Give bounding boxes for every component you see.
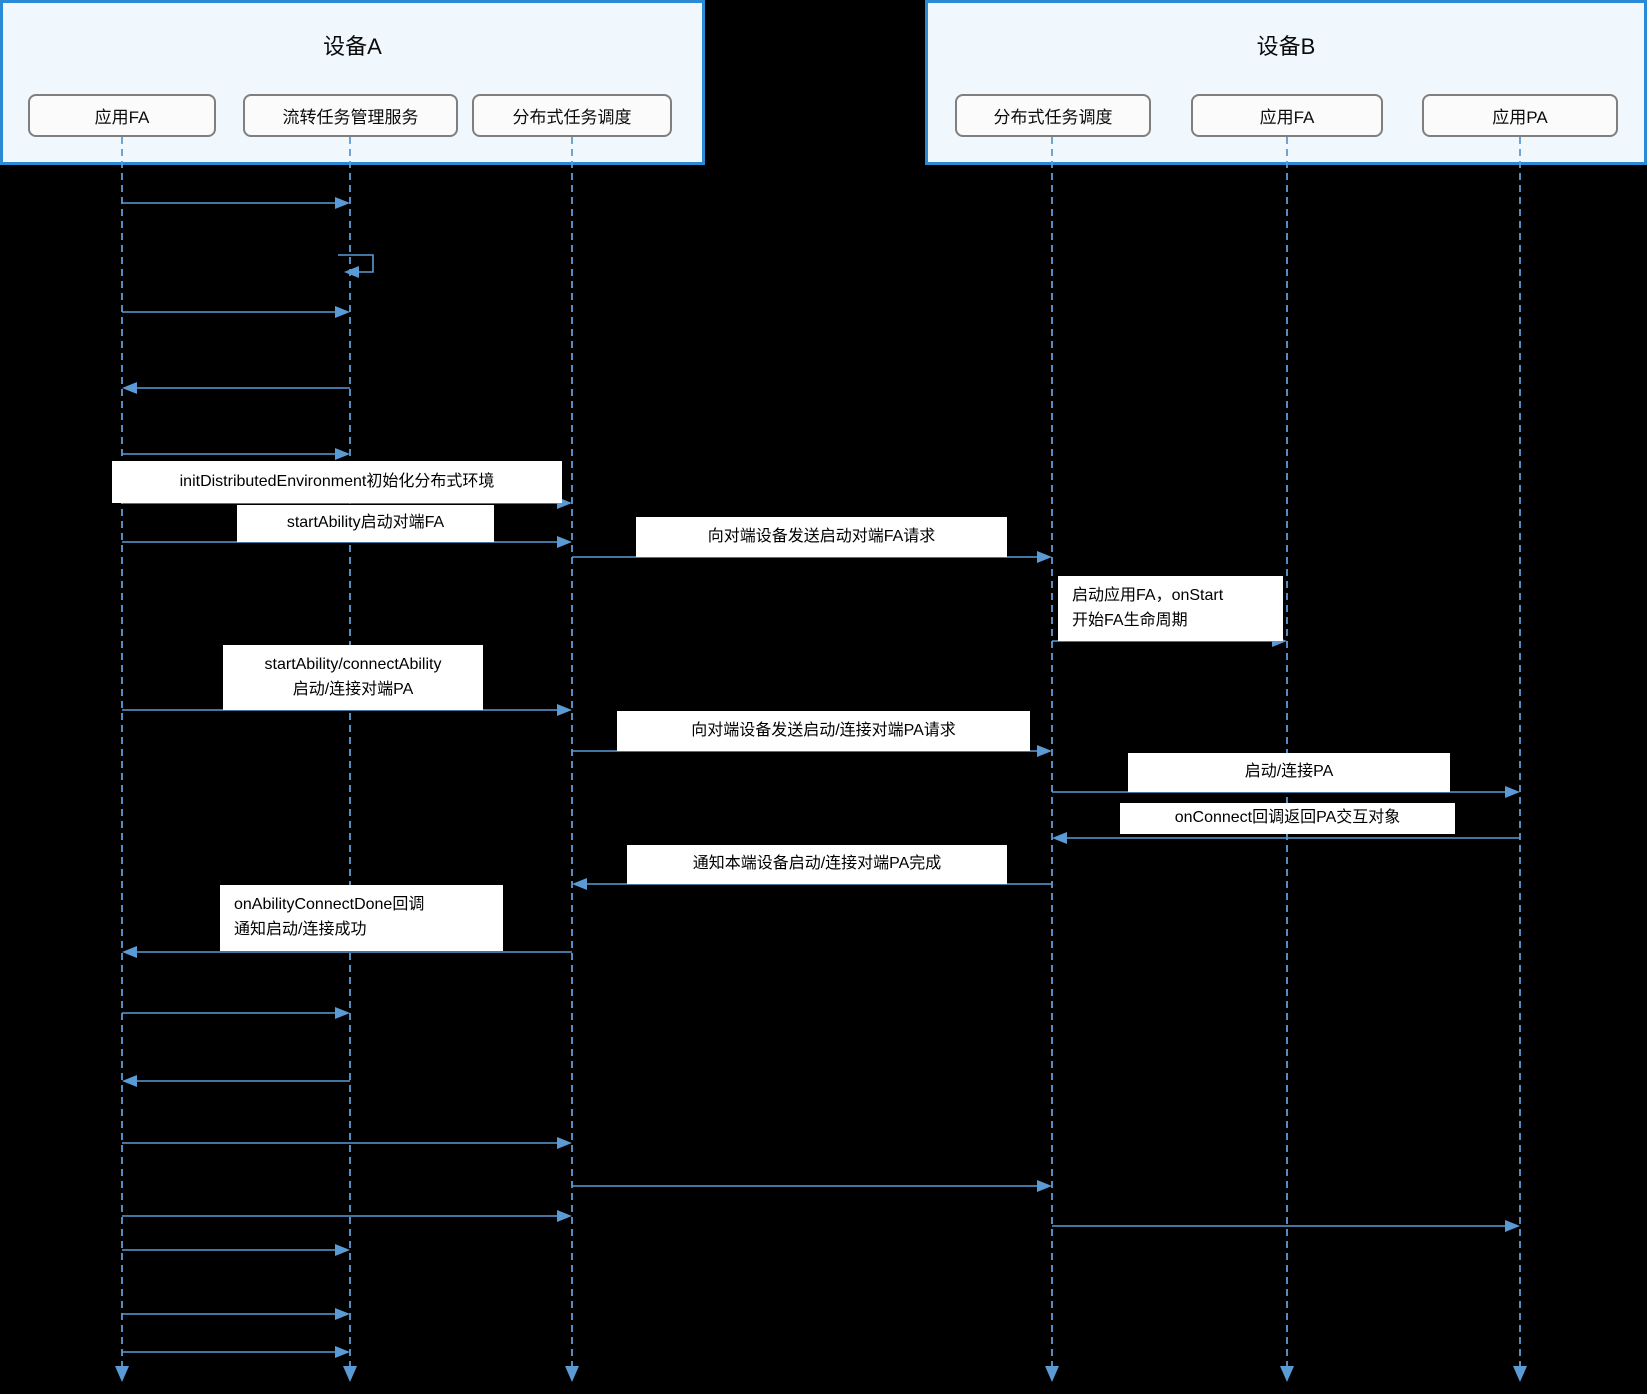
lifeline-end-arrow-icon xyxy=(565,1366,579,1382)
message-arrowhead-icon xyxy=(557,1210,572,1222)
message-label-line: 通知启动/连接成功 xyxy=(234,921,367,938)
message-label-line: 启动应用FA，onStart xyxy=(1072,586,1224,604)
message-label: 启动应用FA，onStart 开始FA生命周期 xyxy=(1058,576,1283,641)
message-label: startAbility启动对端FA xyxy=(237,505,494,542)
participant-box: 应用FA xyxy=(1191,94,1383,137)
message-arrowhead-icon xyxy=(1052,832,1067,844)
message-arrowhead-icon xyxy=(122,946,137,958)
self-message-arrowhead-icon xyxy=(344,266,359,278)
message-arrowhead-icon xyxy=(1505,1220,1520,1232)
lifeline-end-arrow-icon xyxy=(1045,1366,1059,1382)
message-arrowhead-icon xyxy=(335,1308,350,1320)
message-label-line: initDistributedEnvironment初始化分布式环境 xyxy=(179,472,495,490)
message-label: 向对端设备发送启动/连接对端PA请求 xyxy=(617,711,1030,751)
device-a-frame: 设备A xyxy=(0,0,705,165)
message-label-line: startAbility/connectAbility xyxy=(264,655,442,673)
message-label: onAbilityConnectDone回调通知启动/连接成功 xyxy=(220,885,503,951)
message-arrowhead-icon xyxy=(1505,786,1520,798)
participant-box: 流转任务管理服务 xyxy=(243,94,458,137)
message-arrowhead-icon xyxy=(122,382,137,394)
message-label-line: 向对端设备发送启动/连接对端PA请求 xyxy=(691,721,956,739)
message-arrowhead-icon xyxy=(1037,745,1052,757)
participant-box: 应用PA xyxy=(1422,94,1618,137)
message-arrowhead-icon xyxy=(335,197,350,209)
lifeline-end-arrow-icon xyxy=(115,1366,129,1382)
lifeline-end-arrow-icon xyxy=(343,1366,357,1382)
message-label-line: startAbility启动对端FA xyxy=(286,514,445,532)
message-arrowhead-icon xyxy=(1037,551,1052,563)
self-message-arrow xyxy=(338,254,374,273)
participant-box: 分布式任务调度 xyxy=(472,94,672,137)
device-b-title: 设备B xyxy=(1256,34,1316,59)
message-arrowhead-icon xyxy=(335,306,350,318)
message-arrowhead-icon xyxy=(1037,1180,1052,1192)
message-arrowhead-icon xyxy=(335,1244,350,1256)
device-b-frame: 设备B xyxy=(925,0,1647,165)
message-label: startAbility/connectAbility 启动/连接对端PA xyxy=(223,645,483,710)
message-label-line: onConnect回调返回PA交互对象 xyxy=(1174,809,1401,827)
message-label-line: 启动/连接对端PA xyxy=(292,680,414,698)
message-arrowhead-icon xyxy=(122,1075,137,1087)
participant-box: 分布式任务调度 xyxy=(955,94,1151,137)
device-a-title: 设备A xyxy=(323,34,382,59)
message-label: initDistributedEnvironment初始化分布式环境 xyxy=(112,461,562,503)
message-label: 通知本端设备启动/连接对端PA完成 xyxy=(627,845,1007,884)
message-label-line: 开始FA生命周期 xyxy=(1072,611,1188,629)
message-arrowhead-icon xyxy=(557,1137,572,1149)
message-label-line: 向对端设备发送启动对端FA请求 xyxy=(707,527,936,545)
participant-box: 应用FA xyxy=(28,94,216,137)
message-label-line: 启动/连接PA xyxy=(1244,763,1334,781)
message-arrowhead-icon xyxy=(335,1007,350,1019)
message-arrowhead-icon xyxy=(335,448,350,460)
message-label-line: 通知本端设备启动/连接对端PA完成 xyxy=(692,855,942,873)
lifeline-end-arrow-icon xyxy=(1280,1366,1294,1382)
lifeline-end-arrow-icon xyxy=(1513,1366,1527,1382)
message-label-line: onAbilityConnectDone回调 xyxy=(234,896,425,914)
message-label: 启动/连接PA xyxy=(1128,753,1450,792)
message-arrowhead-icon xyxy=(572,878,587,890)
message-arrowhead-icon xyxy=(335,1346,350,1358)
message-arrowhead-icon xyxy=(557,704,572,716)
message-arrowhead-icon xyxy=(557,536,572,548)
message-label: 向对端设备发送启动对端FA请求 xyxy=(636,517,1007,557)
message-label: onConnect回调返回PA交互对象 xyxy=(1120,803,1455,834)
